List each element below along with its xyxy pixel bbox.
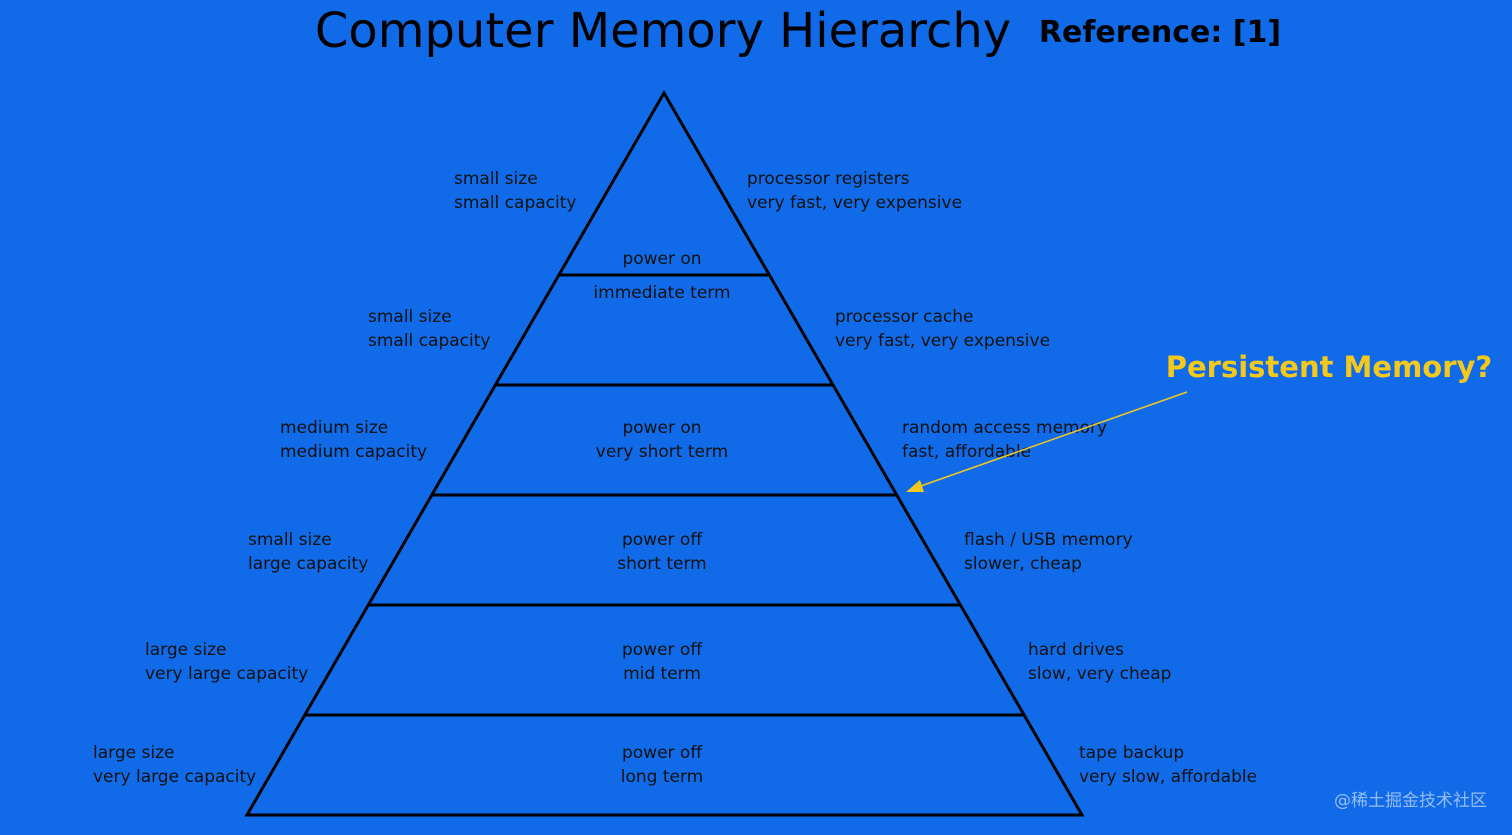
level-3-right-line-1: random access memory [902, 418, 1107, 438]
level-6-right-line-1: tape backup [1079, 743, 1184, 763]
level-6-left-line-1: large size [93, 743, 174, 763]
level-3-center-line-2: very short term [596, 442, 728, 462]
level-5-left-line-1: large size [145, 640, 226, 660]
level-3-right-line-2: fast, affordable [902, 442, 1031, 462]
level-1-right-line-2: very fast, very expensive [747, 193, 962, 213]
level-5-left-line-2: very large capacity [145, 664, 308, 684]
pyramid-outline [244, 90, 1085, 817]
level-1-left-line-1: small size [454, 169, 538, 189]
level-1-left-line-2: small capacity [454, 193, 576, 213]
level-5-center-line-2: mid term [623, 664, 701, 684]
level-5-center-line-1: power off [622, 640, 703, 660]
level-6-center-line-2: long term [621, 767, 703, 787]
level-4-right-line-2: slower, cheap [964, 554, 1082, 574]
diagram-title: Computer Memory Hierarchy [315, 3, 1011, 59]
level-4-left-line-2: large capacity [248, 554, 368, 574]
level-2-right-line-1: processor cache [835, 307, 973, 327]
level-3-left-line-1: medium size [280, 418, 388, 438]
level-4-left-line-1: small size [248, 530, 332, 550]
level-2-right-line-2: very fast, very expensive [835, 331, 1050, 351]
level-3-left-line-2: medium capacity [280, 442, 427, 462]
level-6-center-line-1: power off [622, 743, 703, 763]
level-2-center-line-1: immediate term [593, 283, 730, 303]
level-5-right-line-1: hard drives [1028, 640, 1124, 660]
level-1-right-line-1: processor registers [747, 169, 910, 189]
level-6-right-line-2: very slow, affordable [1079, 767, 1257, 787]
watermark-text: @稀土掘金技术社区 [1334, 791, 1487, 811]
persistent-memory-annotation: Persistent Memory? [1166, 350, 1493, 384]
level-3-center-line-1: power on [622, 418, 701, 438]
reference-label: Reference: [1] [1039, 15, 1281, 50]
level-4-right-line-1: flash / USB memory [964, 530, 1133, 550]
level-6-left-line-2: very large capacity [93, 767, 256, 787]
level-2-left-line-1: small size [368, 307, 452, 327]
level-5-right-line-2: slow, very cheap [1028, 664, 1171, 684]
level-4-center-line-2: short term [617, 554, 706, 574]
level-2-left-line-2: small capacity [368, 331, 490, 351]
annotation-arrow-head-icon [906, 480, 924, 492]
level-4-center-line-1: power off [622, 530, 703, 550]
annotation-arrow-line [917, 391, 1188, 488]
level-1-center-line-1: power on [622, 249, 701, 269]
